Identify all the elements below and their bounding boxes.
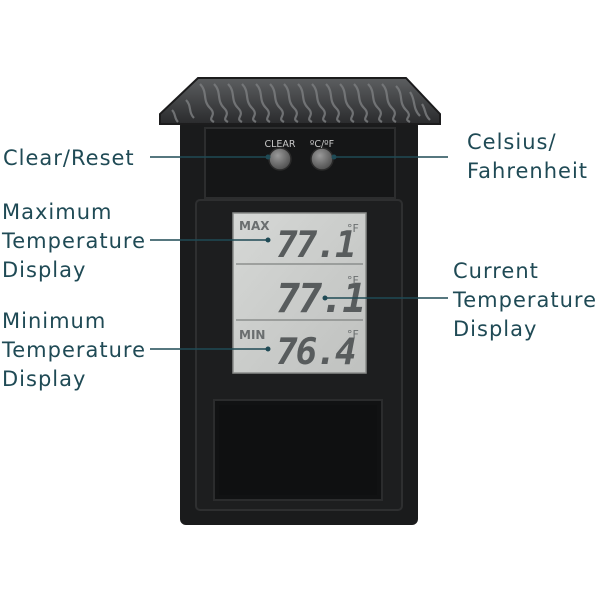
leader-dot [265,346,271,352]
leader-dot [322,295,328,301]
unit-toggle-button[interactable] [310,147,334,171]
callout-celsius-fahrenheit: Celsius/ Fahrenheit [467,128,588,186]
callout-line: Maximum [2,200,113,224]
lower-tray-inner [219,405,377,495]
callout-clear-reset: Clear/Reset [3,144,135,173]
clear-button-label: CLEAR [264,139,295,150]
callout-max-display: Maximum Temperature Display [2,198,146,285]
leader-dot [331,154,337,160]
lcd-min-value: 76.4 [276,332,355,373]
lcd-max-tag: MAX [239,219,270,233]
lcd-min-tag: MIN [239,328,265,342]
lcd-current-unit: °F [347,274,359,287]
callout-line: Clear/Reset [3,146,135,170]
callout-line: Display [2,367,87,391]
lcd-current-value: 77.1 [276,276,364,322]
unit-toggle-label: ºC/ºF [310,139,334,150]
button-panel [204,127,396,199]
clear-button[interactable] [268,147,292,171]
callout-current-display: Current Temperature Display [453,257,597,344]
callout-line: Display [453,317,538,341]
callout-min-display: Minimum Temperature Display [2,307,146,394]
callout-line: Fahrenheit [467,159,589,183]
callout-line: Temperature [453,288,598,312]
callout-line: Display [2,258,87,282]
lcd-min-unit: °F [347,328,359,341]
lcd-max-value: 77.1 [276,225,355,266]
leader-dot [265,237,271,243]
callout-line: Temperature [2,229,147,253]
leader-dot [265,154,271,160]
callout-line: Temperature [2,338,147,362]
callout-line: Minimum [2,309,107,333]
roof-cover [159,77,441,125]
callout-line: Celsius/ [467,130,557,154]
callout-line: Current [453,259,539,283]
leader-lines [150,156,448,350]
lcd-max-unit: °F [347,222,359,235]
roof-ridges [171,83,431,123]
